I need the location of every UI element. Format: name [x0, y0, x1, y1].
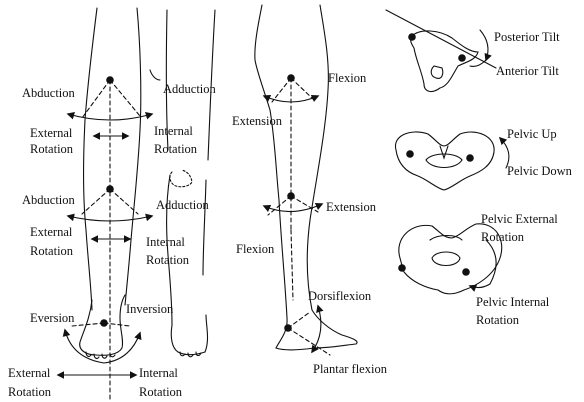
hip-internal-rotation-line1: Internal	[154, 124, 193, 138]
foot-inversion-label: Inversion	[126, 302, 173, 316]
knee-internal-rotation-line1: Internal	[146, 235, 185, 249]
hip-joint-dot	[106, 76, 114, 84]
knee-flexion-label: Flexion	[236, 242, 274, 256]
knee-internal-rotation-line2: Rotation	[146, 253, 189, 267]
pelvis-posterior-tilt-label: Posterior Tilt	[494, 30, 560, 44]
hip-adduction-label: Adduction	[163, 82, 216, 96]
pelvis-tilt-dot-left	[408, 33, 416, 41]
ankle-dorsiflexion-label: Dorsiflexion	[308, 289, 371, 303]
knee-external-rotation-line2: Rotation	[30, 244, 73, 258]
foot-internal-rotation-line2: Rotation	[139, 385, 182, 399]
foot-external-rotation-line2: Rotation	[8, 385, 51, 399]
knee-sagittal-dot	[287, 192, 295, 200]
hip-flexion-label: Flexion	[328, 71, 366, 85]
hip-external-rotation-line2: Rotation	[30, 142, 73, 156]
knee-joint-dot	[106, 185, 114, 193]
foot-internal-rotation-line1: Internal	[139, 366, 178, 380]
ankle-sagittal-dot	[284, 324, 292, 332]
knee-abduction-label: Abduction	[22, 193, 75, 207]
pelvis-down-label: Pelvic Down	[507, 164, 572, 178]
pelvis-external-rotation-line1: Pelvic External	[481, 212, 558, 226]
pelvis-lateral-view	[386, 10, 496, 91]
pelvis-tilt-dot-right	[458, 54, 466, 62]
knee-extension-label: Extension	[326, 200, 376, 214]
pelvis-frontal-dot-right	[466, 154, 474, 162]
pelvis-internal-rotation-line2: Rotation	[476, 313, 519, 327]
pelvis-top-dot-right	[462, 268, 470, 276]
hip-external-rotation-line1: External	[30, 126, 72, 140]
ankle-joint-dot	[100, 319, 108, 327]
hip-abduction-label: Abduction	[22, 86, 75, 100]
pelvis-external-rotation-line2: Rotation	[481, 230, 524, 244]
pelvis-frontal-view	[395, 132, 508, 190]
hip-internal-rotation-line2: Rotation	[154, 142, 197, 156]
foot-external-rotation-line1: External	[8, 366, 50, 380]
pelvis-up-label: Pelvic Up	[507, 127, 557, 141]
ankle-plantar-flexion-label: Plantar flexion	[313, 362, 387, 376]
foot-frontal-motion	[58, 323, 140, 375]
joint-markers	[100, 33, 474, 332]
hip-sagittal-dot	[287, 74, 295, 82]
pelvis-internal-rotation-line1: Pelvic Internal	[476, 295, 549, 309]
knee-external-rotation-line1: External	[30, 225, 72, 239]
knee-adduction-label: Adduction	[156, 198, 209, 212]
pelvis-frontal-dot-left	[406, 150, 414, 158]
foot-eversion-label: Eversion	[30, 311, 74, 325]
pelvis-anterior-tilt-label: Anterior Tilt	[496, 64, 559, 78]
pelvis-top-dot-left	[398, 264, 406, 272]
hip-extension-label: Extension	[232, 114, 282, 128]
hip-frontal-motion	[68, 80, 152, 400]
